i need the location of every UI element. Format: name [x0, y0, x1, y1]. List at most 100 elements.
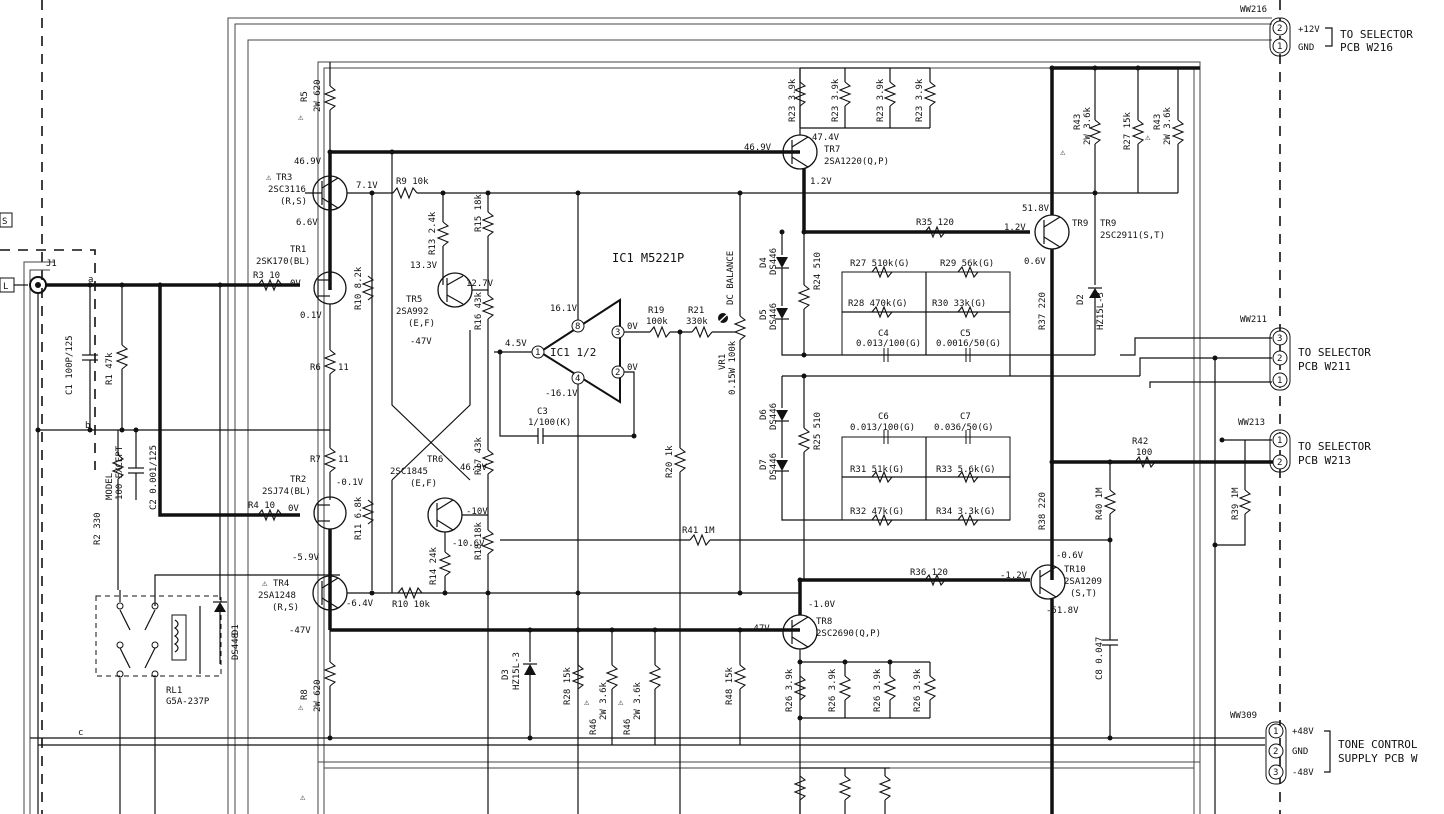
svg-text:TR7: TR7 [824, 145, 840, 155]
svg-text:R13 2.4k: R13 2.4k [428, 211, 438, 255]
svg-text:-1.0V: -1.0V [808, 600, 836, 610]
r28-15k-resistor: R28 15k [563, 630, 585, 705]
svg-text:TO SELECTOR: TO SELECTOR [1298, 440, 1371, 453]
svg-text:WW213: WW213 [1238, 418, 1265, 428]
svg-text:D4: D4 [759, 257, 769, 268]
tr10-transistor: -0.6V -1.2V TR10 2SA1209 (S,T) -51.8V [1000, 551, 1102, 616]
svg-text:C3: C3 [537, 407, 548, 417]
svg-text:2: 2 [1277, 24, 1282, 34]
tr4-transistor: ⚠ TR4 2SA1248 (R,S) -6.4V -47V [258, 575, 800, 636]
bottom-resistor-stubs: ⚠ [300, 767, 892, 814]
svg-text:R27 510k(G): R27 510k(G) [850, 259, 910, 269]
svg-text:47.4V: 47.4V [812, 133, 840, 143]
svg-text:(R,S): (R,S) [272, 603, 299, 613]
r13-resistor: R13 2.4k [428, 193, 450, 285]
svg-text:⚠: ⚠ [298, 113, 304, 123]
vr1-dc-balance[interactable]: DC BALANCE VR1 0.15W 100k [718, 193, 747, 593]
r26-resistor-bank: R26 3.9k R26 3.9k R26 3.9k R26 3.9k [785, 649, 937, 814]
r40-resistor: R40 1M [1095, 462, 1117, 640]
svg-text:R23 3.9k: R23 3.9k [788, 78, 798, 122]
svg-text:TR3: TR3 [276, 173, 292, 183]
svg-text:a: a [88, 275, 93, 285]
connector-ww211: WW211 3 2 1 TO SELECTOR PCB W211 [1240, 315, 1371, 391]
svg-text:R20 1k: R20 1k [665, 445, 675, 478]
svg-text:R17 43k: R17 43k [474, 436, 484, 475]
svg-text:R26 3.9k: R26 3.9k [913, 668, 923, 712]
svg-text:1: 1 [535, 348, 540, 358]
svg-text:2SC1845: 2SC1845 [390, 467, 428, 477]
svg-text:R10 10k: R10 10k [392, 600, 431, 610]
tr8-transistor: -1.0V -47V TR8 2SC2690(Q,P) [748, 600, 881, 650]
svg-text:R38 220: R38 220 [1038, 492, 1048, 530]
svg-text:2SJ74(BL): 2SJ74(BL) [262, 487, 311, 497]
svg-text:c: c [78, 728, 83, 738]
svg-text:R2 330: R2 330 [93, 512, 103, 545]
r5-resistor: ⚠ R5 2W 620 [298, 62, 337, 152]
r1-resistor: R1 47k [105, 285, 129, 430]
svg-text:R6: R6 [310, 363, 321, 373]
svg-text:TR1: TR1 [290, 245, 306, 255]
svg-text:b: b [85, 421, 90, 431]
svg-text:R4 10: R4 10 [248, 501, 275, 511]
svg-text:2W 3.6k: 2W 3.6k [599, 681, 609, 720]
svg-text:1.2V: 1.2V [810, 177, 832, 187]
svg-text:-16.1V: -16.1V [545, 389, 578, 399]
input-jack-j1: S L J1 [0, 212, 57, 294]
svg-text:1.2V: 1.2V [1004, 223, 1026, 233]
svg-text:R25 510: R25 510 [813, 412, 823, 450]
upper-rc-network: R27 510k(G) R29 56k(G) R28 470k(G) R30 3… [841, 259, 1011, 362]
svg-text:R46: R46 [623, 719, 633, 735]
c1-capacitor: C1 100P/125 [65, 285, 98, 430]
svg-text:R26 3.9k: R26 3.9k [785, 668, 795, 712]
d2-zener: D2 HZ15L-3 [1076, 193, 1106, 355]
svg-text:WW309: WW309 [1230, 711, 1257, 721]
svg-text:R9 10k: R9 10k [396, 177, 429, 187]
svg-text:D5: D5 [759, 309, 769, 320]
svg-text:D6: D6 [759, 409, 769, 420]
svg-text:0.0016/50(G): 0.0016/50(G) [936, 339, 1001, 349]
svg-text:+12V: +12V [1298, 25, 1320, 35]
svg-text:-0.6V: -0.6V [1056, 551, 1084, 561]
svg-text:R30 33k(G): R30 33k(G) [932, 299, 986, 309]
svg-text:-47V: -47V [410, 337, 432, 347]
lower-rc-network: C6 0.013/100(G) C7 0.036/50(G) R31 51k(G… [841, 412, 1011, 527]
svg-text:SUPPLY PCB W: SUPPLY PCB W [1338, 752, 1418, 765]
svg-text:R21: R21 [688, 306, 704, 316]
svg-text:100 EXCEPT: 100 EXCEPT [115, 445, 125, 500]
svg-text:TR9: TR9 [1072, 219, 1088, 229]
svg-text:R18 18k: R18 18k [474, 521, 484, 560]
r37-resistor: R37 220 [1038, 280, 1053, 340]
r9-resistor: R9 10k [372, 177, 1095, 200]
svg-text:C4: C4 [878, 329, 889, 339]
svg-text:D3: D3 [501, 669, 511, 680]
svg-text:2SC2911(S,T): 2SC2911(S,T) [1100, 231, 1165, 241]
svg-text:1: 1 [1277, 436, 1282, 446]
svg-text:D1: D1 [231, 624, 241, 635]
svg-text:TR5: TR5 [406, 295, 422, 305]
r42-resistor: R42 100 [1132, 437, 1156, 469]
r36-resistor: R36 120 [910, 568, 948, 587]
svg-text:GND: GND [1292, 747, 1308, 757]
d6-d7-r25: D6 DS446 D7 DS446 R25 510 [759, 375, 1140, 580]
svg-text:TO SELECTOR: TO SELECTOR [1298, 346, 1371, 359]
svg-text:D2: D2 [1076, 294, 1086, 305]
svg-text:3: 3 [1277, 334, 1282, 344]
svg-text:7.1V: 7.1V [356, 181, 378, 191]
r10-resistor-10k: R10 10k [392, 586, 431, 610]
svg-text:DS446: DS446 [769, 453, 779, 480]
svg-text:0.15W 100k: 0.15W 100k [728, 340, 738, 395]
c3-capacitor: C3 1/100(K) [499, 352, 634, 444]
svg-text:R10 8.2k: R10 8.2k [354, 266, 364, 310]
svg-text:2W 3.6k: 2W 3.6k [1083, 106, 1093, 145]
svg-text:C7: C7 [960, 412, 971, 422]
svg-text:R26 3.9k: R26 3.9k [873, 668, 883, 712]
svg-text:R48 15k: R48 15k [725, 666, 735, 705]
svg-text:R5: R5 [300, 91, 310, 102]
svg-text:2: 2 [1277, 354, 1282, 364]
svg-text:TR6: TR6 [427, 455, 443, 465]
c8-capacitor: C8 0.047 [1095, 637, 1118, 738]
svg-text:⚠: ⚠ [584, 698, 590, 708]
r21-resistor: R21 330k [686, 306, 735, 339]
svg-text:2SA1248: 2SA1248 [258, 591, 296, 601]
svg-text:1: 1 [1273, 727, 1278, 737]
